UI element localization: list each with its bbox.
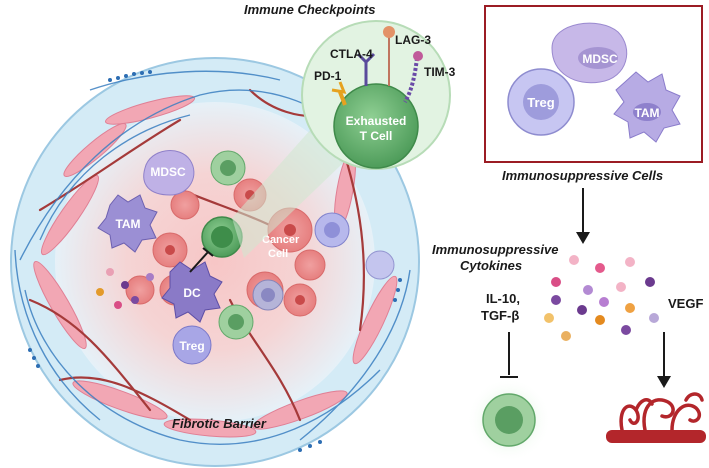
tim3-label: TIM-3 bbox=[424, 65, 456, 79]
collagen-dots bbox=[28, 70, 402, 452]
il10-label: IL-10, bbox=[486, 291, 520, 306]
suppressive-cells-panel: MDSC Treg TAM bbox=[484, 5, 703, 163]
tumor-cytokine-dots bbox=[96, 268, 154, 309]
box-mdsc-label: MDSC bbox=[582, 52, 618, 66]
tumor-dc-label: DC bbox=[183, 286, 201, 300]
tumor-tam-cell: TAM bbox=[97, 194, 158, 253]
box-treg-label: Treg bbox=[527, 95, 555, 110]
checkpoint-title: Immune Checkpoints bbox=[244, 2, 375, 17]
tim3-receptor bbox=[403, 57, 419, 104]
tumor-blue-cells bbox=[314, 212, 395, 280]
cancer-cell-label-2: Cell bbox=[268, 248, 288, 260]
ctla4-label: CTLA-4 bbox=[330, 47, 373, 61]
tumor-mdsc-label: MDSC bbox=[150, 165, 186, 179]
checkpoint-zoom: Immune Checkpoints CTLA-4 LAG-3 PD-1 TIM… bbox=[244, 2, 456, 170]
vessel-trunk bbox=[606, 430, 706, 443]
cytokine-dots bbox=[544, 255, 659, 341]
fibrotic-barrier-label: Fibrotic Barrier bbox=[172, 416, 267, 431]
cytokines-section: Immunosuppressive Cytokines IL-10, TGF-β… bbox=[432, 242, 706, 462]
cytokines-caption-2: Cytokines bbox=[460, 258, 522, 273]
blood-vessel bbox=[606, 392, 706, 443]
exhausted-label-2: T Cell bbox=[360, 129, 393, 143]
pd1-label: PD-1 bbox=[314, 69, 342, 83]
tumor-mdsc-cell: MDSC bbox=[143, 150, 195, 196]
tumor-treg-label: Treg bbox=[179, 339, 204, 353]
tumor-exhausted-t-cell bbox=[201, 216, 243, 258]
collagen-fibers bbox=[14, 70, 411, 445]
pd1-receptor bbox=[338, 91, 347, 106]
exhausted-t-cell bbox=[333, 83, 419, 169]
inhibition-bar-dc bbox=[202, 247, 214, 257]
exhausted-label-1: Exhausted bbox=[346, 114, 407, 128]
vessel-sprouts bbox=[619, 392, 704, 432]
tumor-treg-cell: Treg bbox=[172, 325, 212, 365]
tgfb-label: TGF-β bbox=[481, 308, 519, 323]
lag3-label: LAG-3 bbox=[395, 33, 431, 47]
suppressive-cells-caption: Immunosuppressive Cells bbox=[502, 168, 663, 183]
inhibition-arrow-dc bbox=[189, 251, 209, 273]
checkpoint-receptors bbox=[331, 26, 423, 106]
box-tam-label: TAM bbox=[634, 106, 659, 120]
tumor-tam-label: TAM bbox=[115, 217, 140, 231]
tumor-dc-cell: DC bbox=[161, 261, 223, 323]
vegf-label: VEGF bbox=[668, 296, 703, 311]
tumor-t-cells bbox=[210, 150, 284, 340]
cancer-cell-label-1: Cancer bbox=[262, 234, 300, 246]
cytokines-caption-1: Immunosuppressive bbox=[432, 242, 558, 257]
